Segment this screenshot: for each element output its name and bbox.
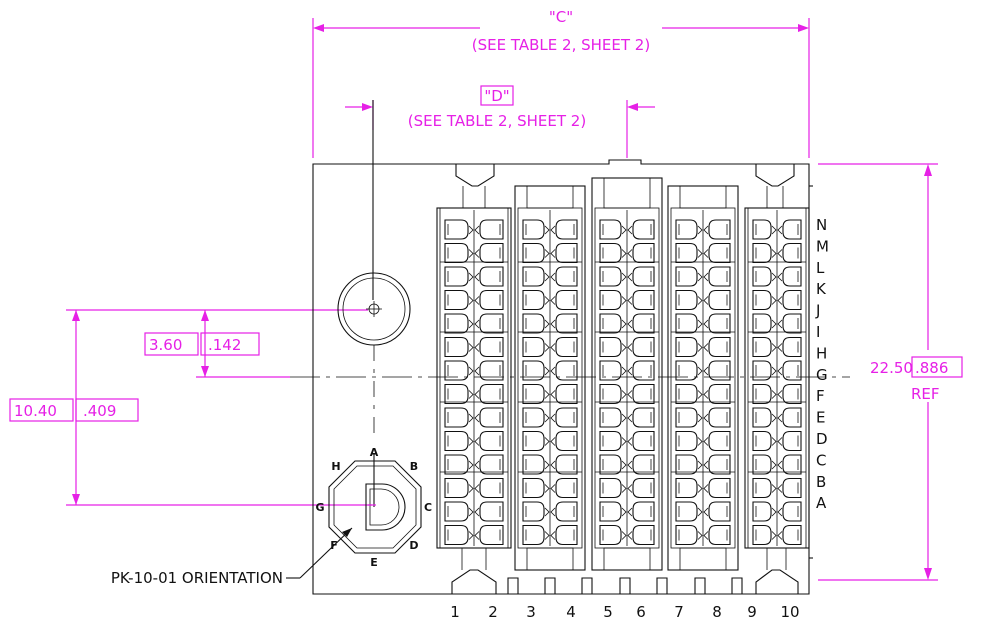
row-label: A: [816, 494, 827, 512]
dimension-d: "D" (SEE TABLE 2, SHEET 2): [345, 85, 655, 158]
height-in: .886: [915, 359, 948, 377]
row-label: J: [815, 302, 820, 320]
row-label: K: [816, 280, 827, 298]
dimension-offsets: 3.60 .142 10.40 .409: [9, 309, 850, 506]
column-labels: 1 2 3 4 5 6 7 8 9 10: [450, 603, 799, 621]
contact-bay: [744, 207, 810, 549]
row-label: F: [816, 387, 825, 405]
contact-bay: [667, 185, 739, 571]
row-label: H: [816, 344, 827, 362]
contact-bay: [591, 177, 663, 571]
row-label: M: [816, 237, 829, 255]
row-label: B: [816, 473, 826, 491]
dimension-height: 22.50 .886 REF: [818, 163, 963, 581]
guide-post: [337, 100, 411, 440]
column-label: 10: [780, 603, 799, 621]
row-label: D: [816, 430, 828, 448]
dimension-c-label: "C": [549, 8, 573, 26]
column-label: 4: [566, 603, 576, 621]
offset-small-in: .142: [208, 336, 241, 354]
row-label: E: [816, 409, 825, 427]
column-label: 8: [712, 603, 722, 621]
column-label: 1: [450, 603, 460, 621]
contact-bay: [514, 185, 586, 571]
orientation-key: A B C D E F G H PK-10-01 ORIENTATION: [111, 446, 432, 587]
corner-latches: [451, 164, 799, 594]
offset-small-mm: 3.60: [149, 336, 182, 354]
column-label: 3: [526, 603, 536, 621]
offset-large-mm: 10.40: [14, 402, 57, 420]
row-label: N: [816, 216, 827, 234]
orientation-letter-d: D: [409, 539, 418, 552]
orientation-letter-g: G: [315, 501, 324, 514]
orientation-letter-b: B: [410, 460, 418, 473]
row-label: C: [816, 451, 826, 469]
column-label: 9: [747, 603, 757, 621]
bottom-notches: [507, 577, 743, 594]
orientation-letter-a: A: [370, 446, 379, 459]
dimension-d-label: "D": [484, 87, 509, 105]
orientation-letter-h: H: [331, 460, 340, 473]
column-label: 7: [674, 603, 684, 621]
column-label: 6: [636, 603, 646, 621]
row-label: L: [816, 259, 825, 277]
height-ref: REF: [911, 385, 940, 403]
row-label: G: [816, 366, 828, 384]
height-mm: 22.50: [870, 359, 913, 377]
housing-outline: [312, 159, 813, 595]
orientation-letter-c: C: [424, 501, 432, 514]
contact-bays: [436, 177, 810, 571]
column-label: 2: [488, 603, 498, 621]
orientation-letter-e: E: [370, 556, 378, 569]
offset-large-in: .409: [83, 402, 116, 420]
row-label: I: [816, 323, 820, 341]
dimension-d-note: (SEE TABLE 2, SHEET 2): [408, 112, 586, 130]
dimension-c: "C" (SEE TABLE 2, SHEET 2): [312, 8, 810, 158]
dimension-c-note: (SEE TABLE 2, SHEET 2): [472, 36, 650, 54]
column-label: 5: [603, 603, 613, 621]
contact-bay: [436, 207, 512, 549]
orientation-label: PK-10-01 ORIENTATION: [111, 569, 283, 587]
